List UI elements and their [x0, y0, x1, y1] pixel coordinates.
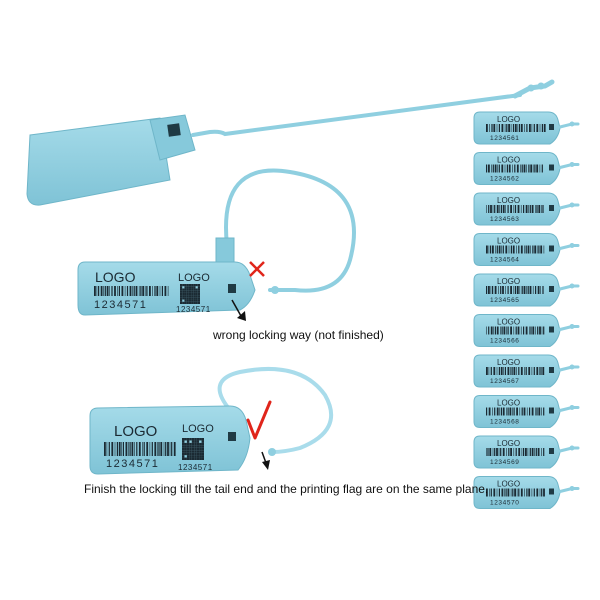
barcode — [486, 164, 543, 173]
tag-wrong-logo-qr: LOGO — [178, 272, 210, 284]
barcode — [486, 367, 545, 375]
tag-right-qr-number: 1234571 — [178, 463, 213, 472]
strip-tag-logo: LOGO — [497, 115, 520, 124]
tag-right-logo: LOGO — [114, 423, 157, 440]
barcode — [94, 286, 169, 296]
strip-tag-number: 1234565 — [490, 297, 520, 304]
strip-tag: LOGO 1234569 — [473, 435, 580, 469]
barcode — [486, 488, 545, 497]
strip-tag-number: 1234568 — [490, 419, 520, 426]
tag-strip: LOGO1234561LOGO1234562LOGO1234563LOGO123… — [473, 111, 580, 509]
seal-tag-right: LOGO LOGO 1234571 1234571 — [89, 367, 334, 475]
barcode — [486, 326, 545, 335]
strip-tag: LOGO 1234565 — [473, 273, 580, 307]
barcode — [486, 245, 545, 254]
strip-tag-logo: LOGO — [497, 318, 520, 327]
strip-tag: LOGO 1234566 — [473, 314, 580, 347]
qr-code — [180, 284, 200, 304]
caption-wrong-locking: wrong locking way (not finished) — [213, 328, 384, 342]
strip-tag: LOGO 1234567 — [473, 354, 580, 388]
tag-wrong-number: 1234571 — [94, 299, 147, 311]
strip-tag-logo: LOGO — [497, 277, 520, 286]
strip-tag-logo: LOGO — [497, 358, 520, 367]
strip-tag: LOGO 1234568 — [473, 395, 580, 428]
tag-right-number: 1234571 — [106, 458, 159, 470]
strip-tag: LOGO 1234561 — [473, 111, 580, 145]
strip-tag-logo: LOGO — [497, 399, 520, 408]
barcode — [486, 448, 545, 456]
strip-tag-number: 1234562 — [490, 176, 520, 183]
seal-tag-wrong: LOGO LOGO 1234571 1234571 — [77, 168, 356, 316]
barcode — [104, 442, 176, 456]
tag-wrong-qr-number: 1234571 — [176, 305, 211, 314]
tag-wrong-logo: LOGO — [95, 269, 136, 285]
check-mark-icon — [246, 400, 272, 440]
strip-tag-logo: LOGO — [497, 196, 520, 205]
caption-right-locking: Finish the locking till the tail end and… — [84, 482, 489, 496]
barcode — [486, 124, 546, 132]
strip-tag-logo: LOGO — [497, 439, 520, 448]
arrow-icon — [261, 451, 270, 470]
barcode — [486, 205, 544, 213]
strip-tag-number: 1234567 — [490, 378, 520, 385]
strip-tag: LOGO 1234563 — [473, 192, 580, 226]
tag-right-logo-qr: LOGO — [182, 423, 214, 435]
strip-tag: LOGO 1234564 — [473, 233, 580, 266]
barcode — [486, 286, 544, 294]
strip-tag-number: 1234563 — [490, 216, 520, 223]
cross-mark-icon — [249, 261, 265, 277]
strip-tag-logo: LOGO — [497, 156, 520, 165]
strip-tag-number: 1234564 — [490, 257, 520, 264]
strip-tag-logo: LOGO — [497, 237, 520, 246]
arrow-icon — [231, 299, 246, 321]
strip-tag-number: 1234561 — [490, 135, 520, 142]
strip-tag-number: 1234566 — [490, 338, 520, 345]
strip-tag-number: 1234570 — [490, 500, 520, 507]
strip-tag-number: 1234569 — [490, 459, 520, 466]
barcode — [486, 407, 545, 416]
strip-tag: LOGO 1234570 — [473, 476, 580, 509]
qr-code — [182, 438, 204, 460]
strip-tag: LOGO 1234562 — [473, 152, 580, 185]
blank-seal-tag — [26, 79, 555, 206]
strip-tag-logo: LOGO — [497, 480, 520, 489]
